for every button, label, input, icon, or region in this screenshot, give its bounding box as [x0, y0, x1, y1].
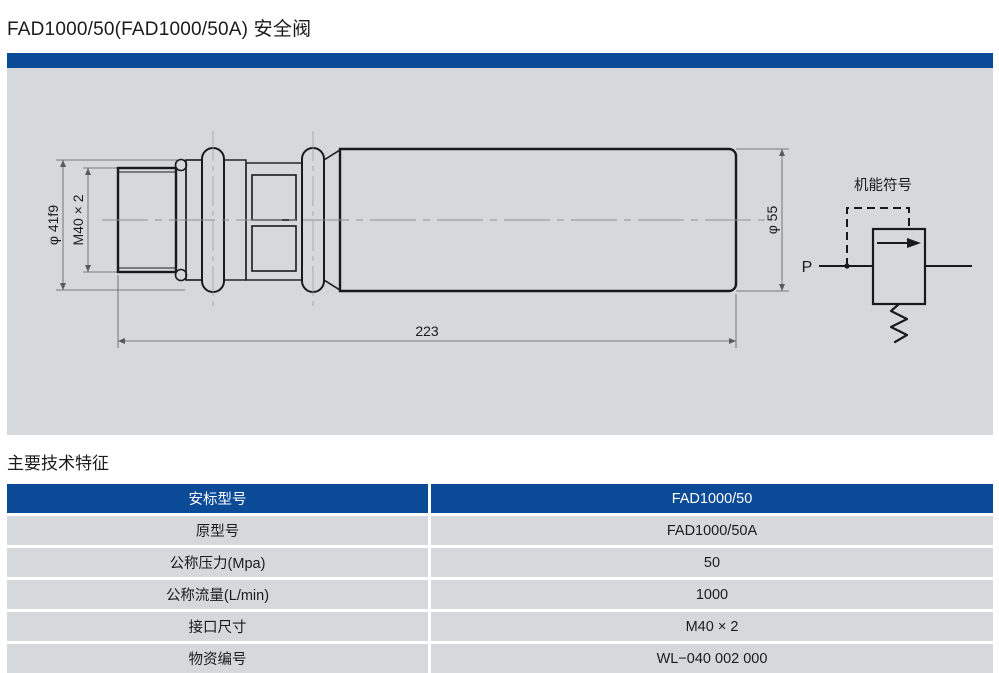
- row-value: 50: [431, 548, 993, 580]
- valve-body-outline: [116, 147, 738, 293]
- table-row: 接口尺寸 M40 × 2: [7, 612, 993, 644]
- function-symbol-port-label: P: [802, 259, 813, 276]
- function-symbol-diagram: [819, 207, 972, 344]
- dimension-label-thread: M40 × 2: [70, 194, 86, 245]
- function-symbol-caption: 机能符号: [854, 177, 912, 194]
- table-row: 公称压力(Mpa) 50: [7, 548, 993, 580]
- specification-table: 安标型号 FAD1000/50 原型号 FAD1000/50A 公称压力(Mpa…: [7, 484, 993, 673]
- dimension-body-diameter: [736, 148, 789, 292]
- page-title: FAD1000/50(FAD1000/50A) 安全阀: [7, 19, 312, 40]
- table-header-row: 安标型号 FAD1000/50: [7, 484, 993, 516]
- panel-background: [7, 68, 993, 435]
- row-value: FAD1000/50A: [431, 516, 993, 548]
- row-value: M40 × 2: [431, 612, 993, 644]
- dimension-label-body-diameter: φ 55: [764, 206, 780, 235]
- construction-centerlines: [212, 131, 314, 309]
- row-value: WL−040 002 000: [431, 644, 993, 673]
- panel-accent-bar: [7, 53, 993, 68]
- row-value: 1000: [431, 580, 993, 612]
- table-header-value: FAD1000/50: [431, 484, 993, 516]
- table-row: 公称流量(L/min) 1000: [7, 580, 993, 612]
- specification-table-body: 安标型号 FAD1000/50 原型号 FAD1000/50A 公称压力(Mpa…: [7, 484, 993, 673]
- valve-technical-drawing: φ 41f9 M40 × 2: [45, 131, 972, 348]
- table-row: 物资编号 WL−040 002 000: [7, 644, 993, 673]
- row-label: 公称压力(Mpa): [7, 548, 431, 580]
- row-label: 原型号: [7, 516, 431, 548]
- row-label: 物资编号: [7, 644, 431, 673]
- dimension-label-overall-length: 223: [415, 323, 439, 339]
- dimension-outer-diameter: [56, 159, 185, 291]
- table-row: 原型号 FAD1000/50A: [7, 516, 993, 548]
- dimension-overall-length: [117, 275, 737, 348]
- drawing-panel: φ 41f9 M40 × 2: [7, 53, 993, 435]
- section-heading: 主要技术特征: [7, 454, 109, 473]
- dimension-label-outer-diameter: φ 41f9: [45, 205, 61, 245]
- table-header-label: 安标型号: [7, 484, 431, 516]
- row-label: 公称流量(L/min): [7, 580, 431, 612]
- row-label: 接口尺寸: [7, 612, 431, 644]
